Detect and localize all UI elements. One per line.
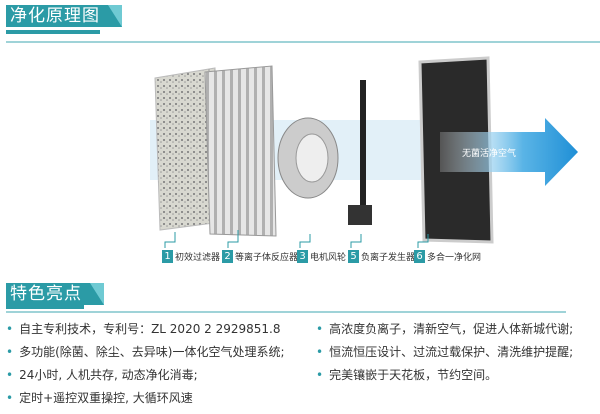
banner-underline xyxy=(6,30,100,34)
feature-item: 多功能(除菌、除尘、去异味)一体化空气处理系统; xyxy=(6,343,284,360)
label-number: 3 xyxy=(297,250,308,263)
feature-item: 完美镶嵌于天花板，节约空间。 xyxy=(316,366,497,383)
banner-underline xyxy=(6,305,84,309)
label-text: 电机风轮 xyxy=(310,253,347,263)
feature-item: 自主专利技术，专利号：ZL 2020 2 2929851.8 xyxy=(6,320,280,337)
feature-item: 定时+遥控双重操控, 大循环风速 xyxy=(6,389,193,406)
label-number: 5 xyxy=(348,250,359,263)
section-title-principle: 净化原理图 xyxy=(6,5,122,27)
label-text: 等离子体反应器 xyxy=(235,253,299,263)
label-number: 2 xyxy=(222,250,233,263)
purification-diagram: 无菌活净空气 xyxy=(150,56,578,248)
label-text: 初效过滤器 xyxy=(175,253,221,263)
divider xyxy=(6,311,566,313)
section-title-features: 特色亮点 xyxy=(6,283,104,305)
label-text: 负离子发生器 xyxy=(361,253,416,263)
feature-item: 恒流恒压设计、过流过载保护、清洗维护提醒; xyxy=(316,343,573,360)
plasma-reactor xyxy=(204,65,277,237)
ion-generator-pole xyxy=(360,80,366,225)
feature-item: 高浓度负离子，清新空气，促进人体新城代谢; xyxy=(316,320,573,337)
feature-item: 24小时, 人机共存, 动态净化消毒; xyxy=(6,366,198,383)
clean-air-arrow xyxy=(440,118,578,186)
label-text: 多合一净化网 xyxy=(427,253,482,263)
clean-air-text: 无菌活净空气 xyxy=(462,147,516,159)
divider xyxy=(6,41,600,43)
label-number: 6 xyxy=(414,250,425,263)
label-number: 1 xyxy=(162,250,173,263)
